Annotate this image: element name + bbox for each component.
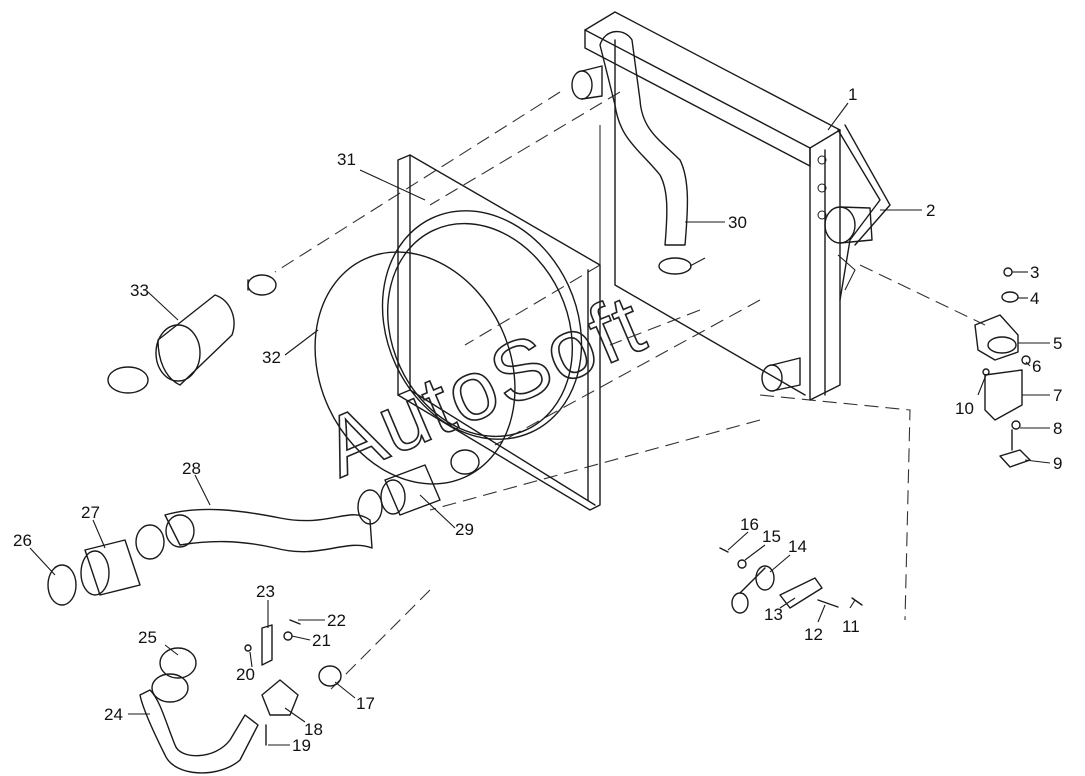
mount-hardware <box>974 267 1031 468</box>
callout-20: 20 <box>236 665 255 684</box>
side-bracket <box>824 124 891 301</box>
callout-1: 1 <box>848 85 857 104</box>
callout-28: 28 <box>182 459 201 478</box>
callout-25: 25 <box>138 628 157 647</box>
callout-9: 9 <box>1053 454 1062 473</box>
callout-3: 3 <box>1030 263 1039 282</box>
lower-coolant-pipe <box>139 619 342 774</box>
callout-17: 17 <box>356 694 375 713</box>
assembly-guide-lines <box>274 91 986 691</box>
callout-30: 30 <box>728 213 747 232</box>
callout-16: 16 <box>740 515 759 534</box>
outlet-stub <box>761 357 801 392</box>
fan-shroud <box>381 154 601 511</box>
callout-5: 5 <box>1053 334 1062 353</box>
callout-12: 12 <box>804 625 823 644</box>
callout-27: 27 <box>81 503 100 522</box>
callout-labels: 1 2 3 4 5 6 7 8 9 10 11 12 13 14 15 16 1… <box>13 85 1062 755</box>
upper-coolant-pipe <box>599 30 706 275</box>
callout-22: 22 <box>327 611 346 630</box>
callout-15: 15 <box>762 527 781 546</box>
callout-4: 4 <box>1030 289 1039 308</box>
callout-2: 2 <box>926 201 935 220</box>
callout-18: 18 <box>304 720 323 739</box>
callout-11: 11 <box>842 617 860 636</box>
callout-31: 31 <box>337 150 356 169</box>
callout-14: 14 <box>788 537 807 556</box>
callout-29: 29 <box>455 520 474 539</box>
callout-7: 7 <box>1053 386 1062 405</box>
small-hardware <box>719 547 863 614</box>
callout-32: 32 <box>262 348 281 367</box>
callout-6: 6 <box>1032 357 1041 376</box>
callout-33: 33 <box>130 281 149 300</box>
callout-8: 8 <box>1053 419 1062 438</box>
callout-24: 24 <box>104 705 123 724</box>
callout-10: 10 <box>955 399 974 418</box>
callout-leaders <box>29 102 1051 746</box>
radiator-core <box>584 11 841 401</box>
callout-23: 23 <box>256 582 275 601</box>
callout-21: 21 <box>312 631 331 650</box>
charge-air-hoses <box>47 274 480 606</box>
fan-ring <box>314 251 516 485</box>
callout-19: 19 <box>292 736 311 755</box>
callout-26: 26 <box>13 531 32 550</box>
inlet-stub <box>571 65 603 100</box>
callout-13: 13 <box>764 605 783 624</box>
